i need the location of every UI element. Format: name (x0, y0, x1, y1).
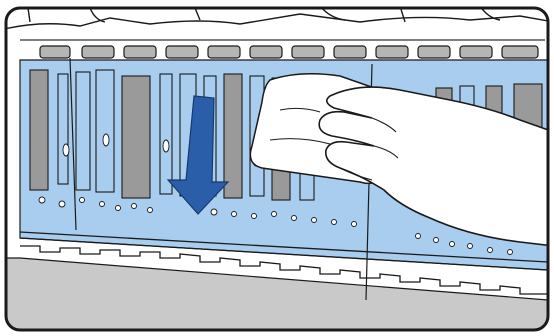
illustration-canvas (0, 0, 554, 336)
manual-illustration (0, 0, 554, 336)
